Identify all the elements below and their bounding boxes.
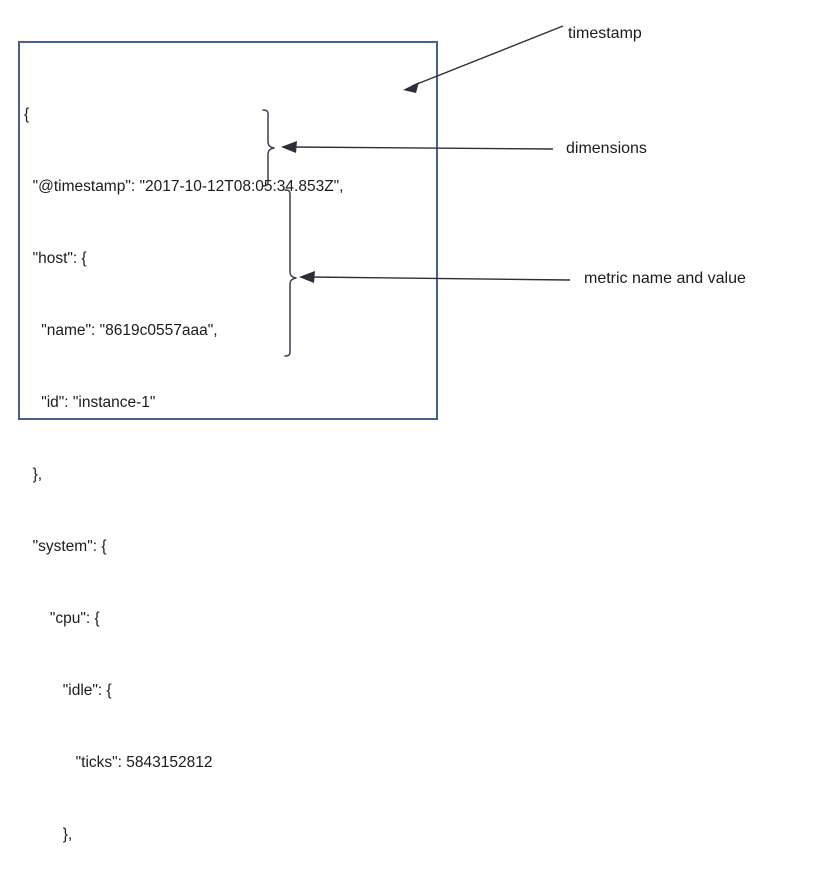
json-line-cpu-open: "cpu": {	[24, 610, 100, 627]
json-document-box	[18, 41, 438, 420]
json-line-ticks: "ticks": 5843152812	[24, 754, 213, 771]
json-line-idle-open: "idle": {	[24, 682, 112, 699]
annotation-label-metric: metric name and value	[584, 270, 746, 287]
json-line-host-name: "name": "8619c0557aaa",	[24, 322, 218, 339]
json-document-text: { "@timestamp": "2017-10-12T08:05:34.853…	[24, 55, 424, 874]
json-line-system-open: "system": {	[24, 538, 107, 555]
json-line-timestamp: "@timestamp": "2017-10-12T08:05:34.853Z"…	[24, 178, 344, 195]
json-line: {	[24, 106, 30, 123]
diagram-canvas: { "@timestamp": "2017-10-12T08:05:34.853…	[18, 25, 746, 843]
annotation-label-timestamp: timestamp	[568, 25, 642, 42]
json-line-host-open: "host": {	[24, 250, 87, 267]
json-line-idle-close: },	[24, 826, 73, 843]
json-line-host-close: },	[24, 466, 43, 483]
json-line-host-id: "id": "instance-1"	[24, 394, 156, 411]
annotation-label-dimensions: dimensions	[566, 140, 647, 157]
